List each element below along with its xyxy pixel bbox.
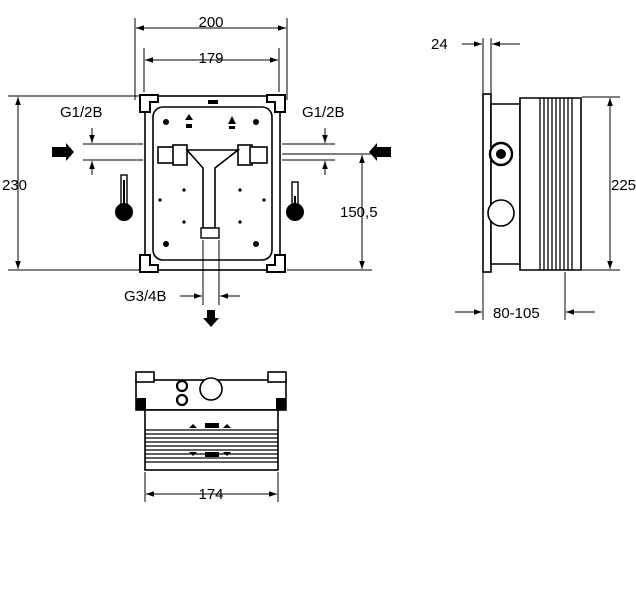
- dim-label-width-inner: 179: [198, 50, 223, 67]
- cold-water-thermometer-icon: [286, 181, 304, 221]
- inlet-arrow-left: [52, 143, 74, 161]
- inlet-left-label: G1/2B: [60, 104, 103, 121]
- dim-label-height-total: 230: [2, 177, 27, 194]
- inlet-right-label: G1/2B: [302, 104, 345, 121]
- bottom-cover: [144, 409, 279, 471]
- front-view: 200 179 230: [2, 14, 391, 327]
- corner-bracket: [266, 254, 286, 273]
- dim-label-flange-depth: 24: [431, 36, 448, 53]
- bottom-view: 174: [135, 371, 287, 503]
- bottom-port-circle: [199, 377, 223, 401]
- inner-frame: [152, 106, 273, 261]
- outlet-label: G3/4B: [124, 288, 167, 305]
- dim-label-width-outer: 200: [198, 14, 223, 31]
- bath-symbol-icon: [228, 116, 236, 129]
- dim-label-inlet-height: 150,5: [340, 204, 378, 221]
- housing-outline: [144, 95, 281, 271]
- hot-water-thermometer-icon: [115, 174, 133, 221]
- inlet-arrow-right: [369, 143, 391, 161]
- cover-body: [519, 97, 582, 271]
- outlet-arrow-down: [203, 310, 219, 327]
- top-marker: [208, 100, 218, 104]
- dim-label-side-height: 225: [611, 177, 636, 194]
- dim-label-depth-range: 80-105: [493, 305, 540, 322]
- corner-bracket: [139, 94, 159, 113]
- dim-label-bottom-width: 174: [198, 486, 223, 503]
- shower-symbol-icon: [185, 114, 193, 128]
- flange-plate: [482, 93, 492, 273]
- corner-bracket: [139, 254, 159, 273]
- corner-bracket: [266, 94, 286, 113]
- side-view: 24 225 80-105: [431, 36, 636, 322]
